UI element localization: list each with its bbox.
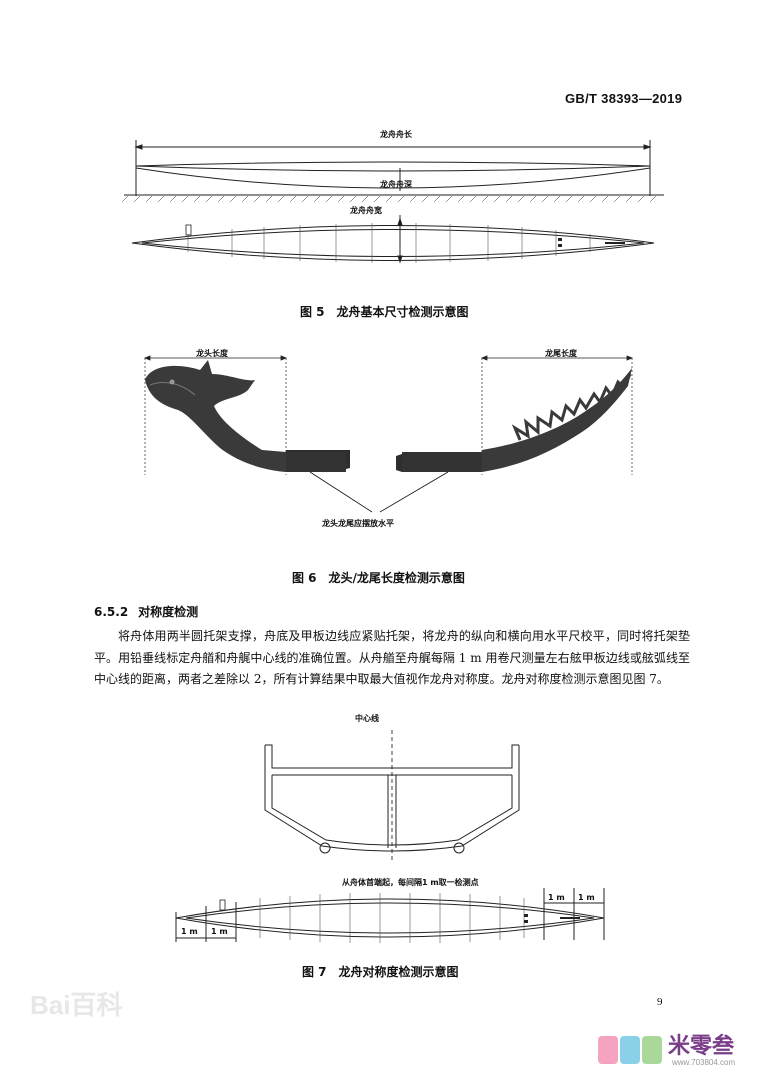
fig7-interval-label-1: 1 m (548, 893, 565, 902)
figure-7-number: 图 7 (302, 965, 327, 979)
figure-7-caption: 图 7 龙舟对称度检测示意图 (302, 963, 471, 980)
standard-code: GB/T 38393—2019 (565, 91, 683, 106)
fig7-interval-label-2: 1 m (578, 893, 595, 902)
fig5-depth-label: 龙舟舟深 (380, 180, 412, 189)
figure-6-title: 龙头/龙尾长度检测示意图 (328, 571, 465, 585)
figure-5-caption: 图 5 龙舟基本尺寸检测示意图 (300, 303, 481, 320)
fig6-level-label: 龙头龙尾应摆放水平 (322, 519, 394, 528)
figure-5-title: 龙舟基本尺寸检测示意图 (336, 305, 469, 319)
site-watermark: www.703804.com (672, 1058, 736, 1067)
fig7-interval-label-4: 1 m (211, 927, 228, 936)
brand-logo-icon (598, 1036, 662, 1064)
figure-7-title: 龙舟对称度检测示意图 (338, 965, 459, 979)
section-number: 6.5.2 (94, 605, 129, 619)
figure-7-diagram (175, 730, 605, 943)
section-heading: 6.5.2 对称度检测 (94, 603, 208, 620)
fig7-centerline-label: 中心线 (355, 714, 379, 723)
figure-5-diagram (121, 140, 664, 264)
fig5-length-label: 龙舟舟长 (380, 130, 412, 139)
fig5-width-label: 龙舟舟宽 (350, 206, 382, 215)
baidu-watermark: Bai百科 (30, 990, 123, 1020)
page-number: 9 (657, 996, 663, 1008)
figure-6-caption: 图 6 龙头/龙尾长度检测示意图 (292, 569, 477, 586)
figure-6-diagram (143, 355, 634, 513)
figure-6-number: 图 6 (292, 571, 317, 585)
section-paragraph: 将舟体用两半圆托架支撑，舟底及甲板边线应紧贴托架，将龙舟的纵向和横向用水平尺校平… (94, 629, 690, 686)
dragon-head-image (145, 360, 350, 472)
fig6-head-length-label: 龙头长度 (196, 349, 228, 358)
brand-watermark: 米零叁 (668, 1034, 735, 1059)
fig7-interval-label-3: 1 m (181, 927, 198, 936)
fig6-tail-length-label: 龙尾长度 (545, 349, 577, 358)
fig7-points-label: 从舟体首端起，每间隔1 m取一检测点 (342, 878, 479, 887)
section-title: 对称度检测 (138, 605, 199, 619)
figure-5-number: 图 5 (300, 305, 325, 319)
dragon-tail-image (396, 368, 632, 472)
